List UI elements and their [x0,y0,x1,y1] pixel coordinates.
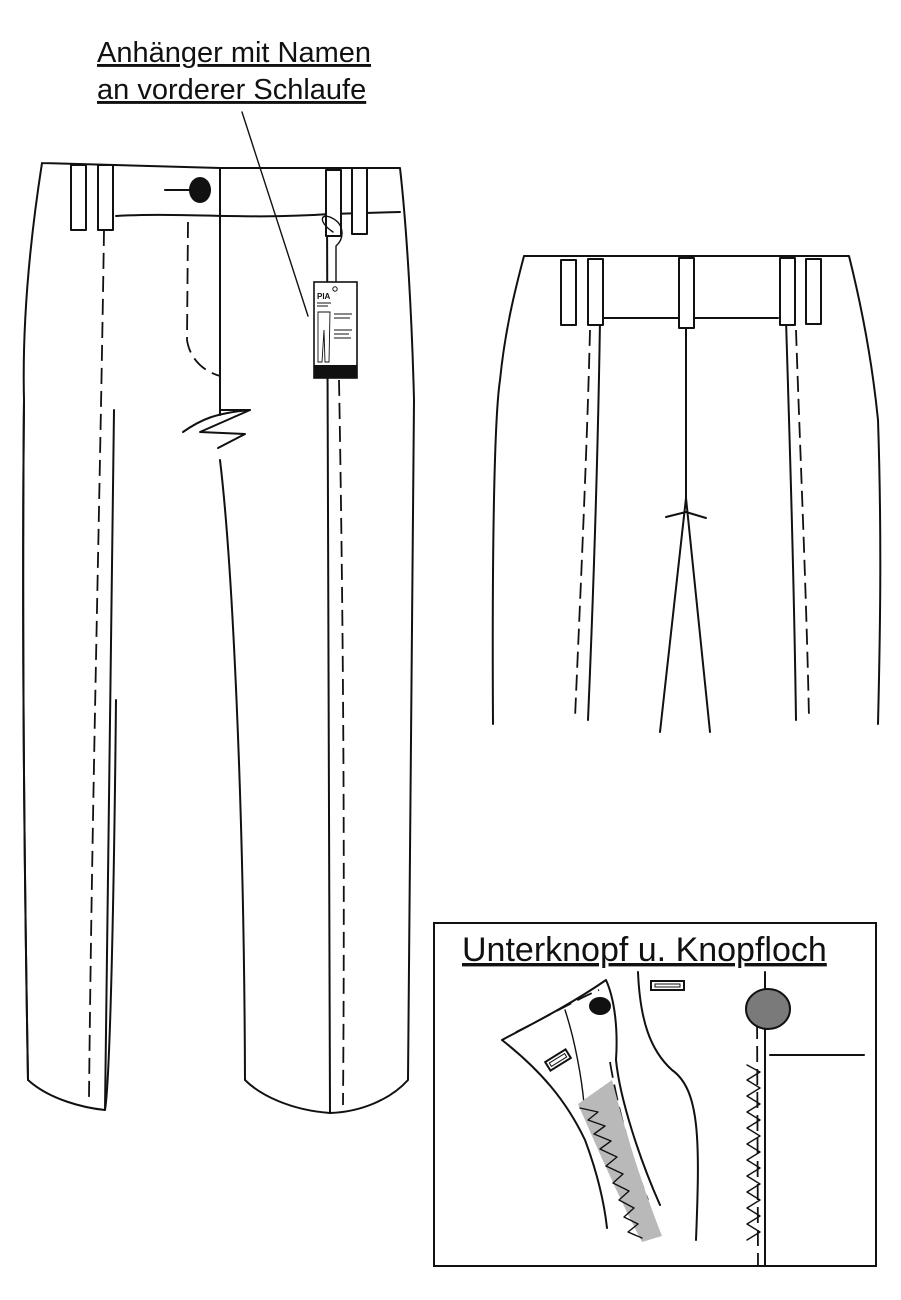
back-crotch-join [665,511,707,519]
front-fly-stitch [186,221,221,377]
buttonhole-icon [650,980,685,991]
button-icon [745,988,791,1030]
front-left-leg-outline [22,162,221,1111]
detail-frame [433,922,877,1267]
back-right-dashed-stitch [795,329,810,719]
back-left-side-seam [587,319,601,721]
belt-loop [325,169,342,237]
fly-dashed-stitch [756,999,759,1267]
buttonhole-icon [543,1048,573,1072]
fly-view [637,971,865,1267]
trousers-front-view: PIA [22,162,415,1114]
front-fly-curve [182,409,251,433]
flap-inner-edge [501,979,661,1206]
belt-loop [587,258,604,326]
detail-title: Unterknopf u. Knopfloch [462,931,827,969]
under-flap [501,979,662,1242]
back-left-dashed-stitch [574,329,591,719]
back-right-side-seam [785,319,797,721]
back-right-inseam [685,497,711,733]
under-button-icon [589,997,611,1015]
hang-tag-brand: PIA [317,292,331,301]
callout-line-2: an vorderer Schlaufe [97,74,366,106]
hang-tag-string [321,215,343,285]
trousers-back-view [491,255,882,733]
zipper-icon [746,1064,761,1241]
callout-line-1: Anhänger mit Namen [97,37,371,69]
front-left-inseam [104,699,117,1111]
belt-loop [805,258,822,325]
front-fly-bartack [199,409,251,449]
zipper-tape [578,1080,662,1242]
belt-loop [779,257,796,326]
belt-loop [560,259,577,326]
callout-leader-line [241,111,309,317]
detail-panel: Unterknopf u. Knopfloch [433,922,877,1267]
front-left-dashed-stitch [88,229,105,1099]
front-right-dashed-stitch [338,379,345,1106]
flap-fold-line [564,1009,585,1105]
flap-outer-edge [501,1039,608,1229]
button-icon [189,177,211,203]
hang-tag-icon: PIA [313,281,358,379]
back-outline [491,255,882,725]
fly-curve [637,971,699,1241]
front-left-side-seam [22,399,29,1081]
back-left-inseam [659,497,687,733]
front-right-leg-outline [219,167,415,1114]
zipper-icon [579,1107,643,1239]
belt-loop [351,167,368,235]
belt-loop [70,164,87,231]
belt-loop [97,164,114,231]
front-waistband-line [115,211,401,218]
callout-label: Anhänger mit Namen an vorderer Schlaufe [97,37,371,317]
belt-loop [678,257,695,329]
flap-top-stitch [515,989,600,1033]
